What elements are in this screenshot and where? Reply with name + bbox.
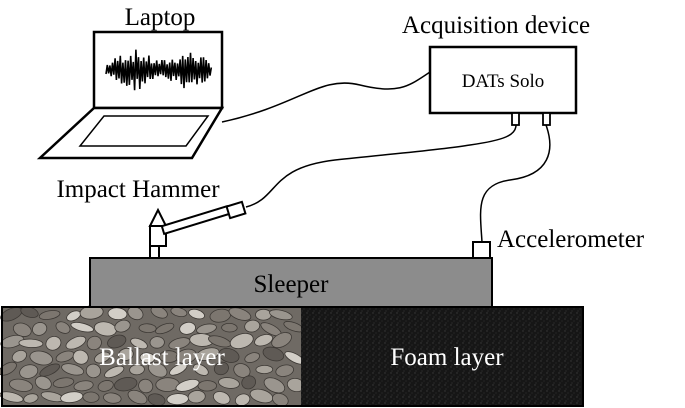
ballast-stone <box>221 322 238 333</box>
ballast-stone <box>179 321 196 335</box>
ballast-stone <box>187 390 206 404</box>
laptop-label: Laptop <box>125 4 196 31</box>
device-screen-label: DATs Solo <box>462 71 545 92</box>
acquisition-device-icon <box>428 45 578 126</box>
ballast-stones <box>0 305 305 407</box>
ballast-stone <box>188 308 205 320</box>
waveform-icon <box>105 49 213 91</box>
ballast-stone <box>103 392 122 404</box>
ground-layers <box>0 305 584 407</box>
ballast-stone <box>263 377 286 394</box>
ballast-stone <box>39 363 60 377</box>
ballast-stone <box>213 361 229 376</box>
ballast-stone <box>169 363 188 376</box>
ballast-stone <box>218 347 240 363</box>
ballast-stone <box>244 352 261 363</box>
cable-hammer-device <box>245 124 517 208</box>
ballast-stone <box>271 332 292 349</box>
ballast-stone <box>127 389 148 405</box>
ballast-stone <box>269 309 293 321</box>
cable-accelerometer-device <box>479 124 551 243</box>
ballast-stone <box>195 347 220 361</box>
ballast-stone <box>155 322 175 335</box>
foam-layer-area <box>301 307 583 406</box>
ballast-stone <box>129 364 145 376</box>
ballast-stone <box>147 361 168 378</box>
ballast-stone <box>82 391 100 403</box>
hammer-icon <box>148 200 247 259</box>
ballast-stone <box>32 322 48 336</box>
ballast-stone <box>149 336 165 349</box>
ballast-stone <box>61 363 84 376</box>
sleeper-label: Sleeper <box>254 271 330 298</box>
ballast-stone <box>55 321 71 334</box>
ballast-stone <box>86 335 102 351</box>
accelerometer-label: Accelerometer <box>497 226 645 253</box>
ballast-stone <box>29 350 53 366</box>
acquisition-device-label: Acquisition device <box>402 12 590 39</box>
ballast-stone <box>85 363 101 379</box>
ballast-stone <box>0 391 24 403</box>
ballast-stone <box>65 335 87 350</box>
laptop-icon <box>36 30 225 160</box>
ballast-stone <box>9 378 33 392</box>
ballast-stone <box>175 348 197 364</box>
ballast-stone <box>0 361 17 376</box>
ballast-stone <box>254 334 274 347</box>
ballast-stone <box>193 363 209 376</box>
ballast-stone <box>196 323 217 335</box>
ballast-stone <box>175 378 200 392</box>
ballast-stone <box>114 319 131 333</box>
ballast-stone <box>34 375 52 390</box>
ballast-stone <box>130 337 148 350</box>
ballast-stone <box>19 364 39 379</box>
ballast-stone <box>52 377 75 388</box>
ballast-stone <box>229 332 254 350</box>
ballast-stone <box>104 365 125 379</box>
ballast-stone <box>255 364 274 375</box>
ballast-stone <box>218 377 240 389</box>
ballast-stone <box>228 307 252 321</box>
ballast-stone <box>94 351 111 364</box>
ballast-layer-label: Ballast layer <box>99 344 225 371</box>
ballast-stone <box>11 349 27 363</box>
accelerometer-icon <box>472 241 491 259</box>
ballast-stone <box>114 377 138 392</box>
ballast-stone <box>241 375 257 390</box>
ballast-stone <box>275 364 294 377</box>
sleeper-block <box>89 257 493 308</box>
ballast-stone <box>233 363 251 378</box>
cable-laptop-device <box>221 71 431 123</box>
foam-layer-label: Foam layer <box>390 344 504 371</box>
ballast-stone <box>262 346 285 362</box>
ballast-stone <box>23 393 39 404</box>
ballast-stone <box>97 380 114 392</box>
ballast-stone <box>73 380 94 392</box>
ballast-stone <box>255 308 272 321</box>
ballast-stone <box>138 323 157 334</box>
ballast-stone <box>18 338 44 348</box>
impact-hammer-label: Impact Hammer <box>56 176 220 203</box>
ballast-stone <box>197 380 217 392</box>
ballast-stone <box>107 334 127 349</box>
ballast-stone <box>38 310 61 320</box>
ballast-stone <box>139 352 156 364</box>
cables <box>221 71 551 243</box>
ballast-stone <box>212 391 231 405</box>
ballast-stone <box>70 322 94 333</box>
ballast-stone <box>138 378 154 394</box>
ballast-stone <box>45 335 62 351</box>
ballast-stone <box>0 334 25 349</box>
ballast-stone <box>72 349 89 365</box>
ballast-stone <box>244 319 261 333</box>
ballast-stone <box>118 348 134 361</box>
